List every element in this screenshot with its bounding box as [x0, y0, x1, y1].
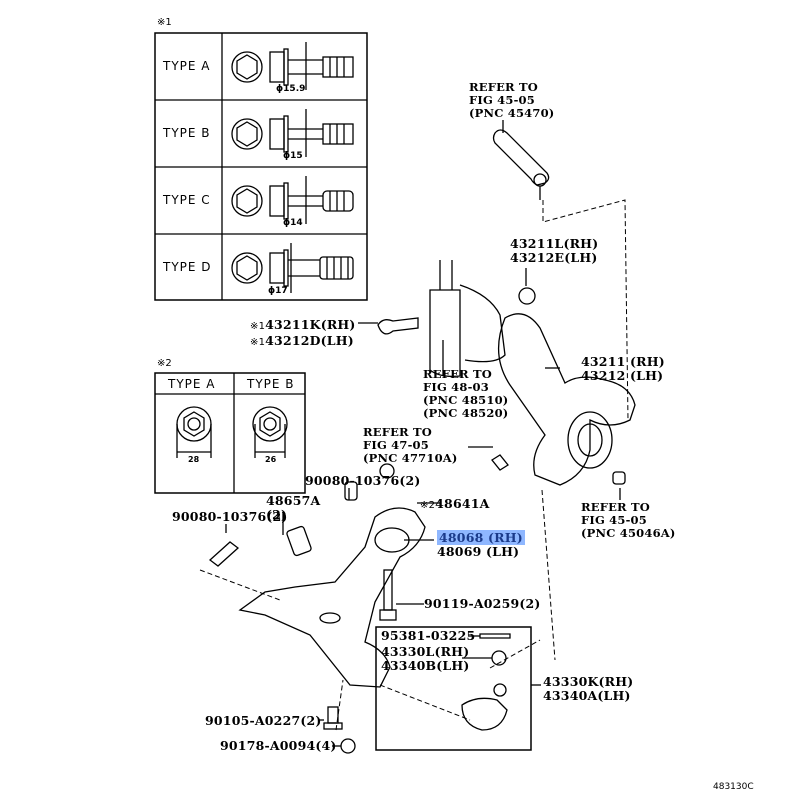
- note2-table: [154, 372, 306, 494]
- part-number-rh-highlighted: 48068 (RH): [437, 530, 525, 545]
- ref-line: (PNC 45046A): [581, 526, 676, 540]
- part-number: 48657A: [266, 493, 321, 508]
- part-number-rh: 43211 (RH): [581, 354, 665, 369]
- note2-ref-marker: ※2: [420, 500, 436, 511]
- note1-ref-marker: ※1: [250, 321, 266, 332]
- part-number-lh: 43340A(LH): [543, 688, 631, 703]
- note2-marker: ※2: [157, 358, 172, 369]
- ref-line: (PNC 47710A): [363, 451, 458, 465]
- note2-type-b-label: TYPE B: [247, 377, 295, 391]
- ref-line: REFER TO: [581, 500, 650, 514]
- note1-type-a-diameter: ϕ15.9: [276, 84, 306, 94]
- part-90119-A0259[interactable]: 90119-A0259(2): [424, 596, 541, 611]
- part-48657A[interactable]: 48657A (2): [266, 494, 320, 522]
- note1-type-a-label: TYPE A: [163, 59, 211, 73]
- part-43211L[interactable]: 43211L(RH) 43212E(LH): [510, 237, 598, 265]
- part-number-lh: 43212D(LH): [265, 333, 354, 348]
- note1-type-b-label: TYPE B: [163, 126, 211, 140]
- ref-line: (PNC 48520): [423, 406, 509, 420]
- ref-sensor-callout[interactable]: REFER TO FIG 47-05 (PNC 47710A): [363, 426, 458, 465]
- note2-type-a-label: TYPE A: [168, 377, 216, 391]
- part-number-lh: 43340B(LH): [381, 658, 470, 673]
- part-number-rh: 43330K(RH): [543, 674, 634, 689]
- note2-type-a-size: 28: [188, 455, 200, 464]
- note1-type-b-diameter: ϕ15: [283, 151, 303, 161]
- ref-line: (PNC 45470): [469, 106, 555, 120]
- ball-joint-group-box: [375, 626, 532, 751]
- ref-line: FIG 47-05: [363, 438, 429, 452]
- part-number: 48641A: [435, 496, 490, 511]
- tie-rod-end-drawing: [492, 120, 550, 200]
- part-48641A[interactable]: ※248641A: [420, 497, 490, 513]
- part-90105-A0227[interactable]: 90105-A0227(2): [205, 713, 322, 728]
- part-43211K[interactable]: ※143211K(RH) ※143212D(LH): [250, 318, 356, 350]
- ref-line: (PNC 48510): [423, 393, 509, 407]
- note1-type-d-diameter: ϕ17: [268, 286, 288, 296]
- part-number-rh: 43211L(RH): [510, 236, 599, 251]
- steering-knuckle-drawing: [491, 287, 636, 486]
- note1-ref-marker: ※1: [250, 337, 266, 348]
- part-90080-10376-top[interactable]: 90080-10376(2): [305, 473, 421, 488]
- note1-type-c-label: TYPE C: [163, 193, 211, 207]
- part-quantity: (2): [266, 507, 288, 522]
- part-43330K[interactable]: 43330K(RH) 43340A(LH): [543, 675, 633, 703]
- ref-line: FIG 45-05: [469, 93, 535, 107]
- part-90080-10376-left[interactable]: 90080-10376(2): [172, 509, 288, 524]
- note1-table: [154, 32, 368, 301]
- ref-tie-rod-callout[interactable]: REFER TO FIG 45-05 (PNC 45470): [469, 81, 554, 120]
- part-number-lh: 48069 (LH): [437, 544, 520, 559]
- note1-marker: ※1: [157, 17, 172, 28]
- part-number-lh: 43212E(LH): [510, 250, 598, 265]
- note2-type-b-size: 26: [265, 455, 277, 464]
- ref-line: FIG 48-03: [423, 380, 489, 394]
- ref-hub-callout[interactable]: REFER TO FIG 45-05 (PNC 45046A): [581, 501, 676, 540]
- part-95381-03225[interactable]: 95381-03225: [381, 628, 476, 643]
- wheel-bolt-icons: [231, 42, 354, 293]
- part-90178-A0094[interactable]: 90178-A0094(4): [220, 738, 337, 753]
- ref-line: FIG 45-05: [581, 513, 647, 527]
- ref-line: REFER TO: [363, 425, 432, 439]
- note1-type-c-diameter: ϕ14: [283, 218, 303, 228]
- part-number-rh: 43211K(RH): [265, 317, 356, 332]
- strut-drawing: [429, 260, 506, 378]
- part-number-rh: 43330L(RH): [381, 644, 470, 659]
- diagram-id: 483130C: [713, 782, 754, 792]
- part-number-lh: 43212 (LH): [581, 368, 664, 383]
- part-48068[interactable]: 48068 (RH) 48069 (LH): [437, 530, 525, 559]
- ref-strut-callout[interactable]: REFER TO FIG 48-03 (PNC 48510) (PNC 4852…: [423, 368, 508, 420]
- part-43330L[interactable]: 43330L(RH) 43340B(LH): [381, 645, 469, 673]
- ref-line: REFER TO: [423, 367, 492, 381]
- part-43211[interactable]: 43211 (RH) 43212 (LH): [581, 355, 665, 383]
- ref-line: REFER TO: [469, 80, 538, 94]
- note1-type-d-label: TYPE D: [163, 260, 212, 274]
